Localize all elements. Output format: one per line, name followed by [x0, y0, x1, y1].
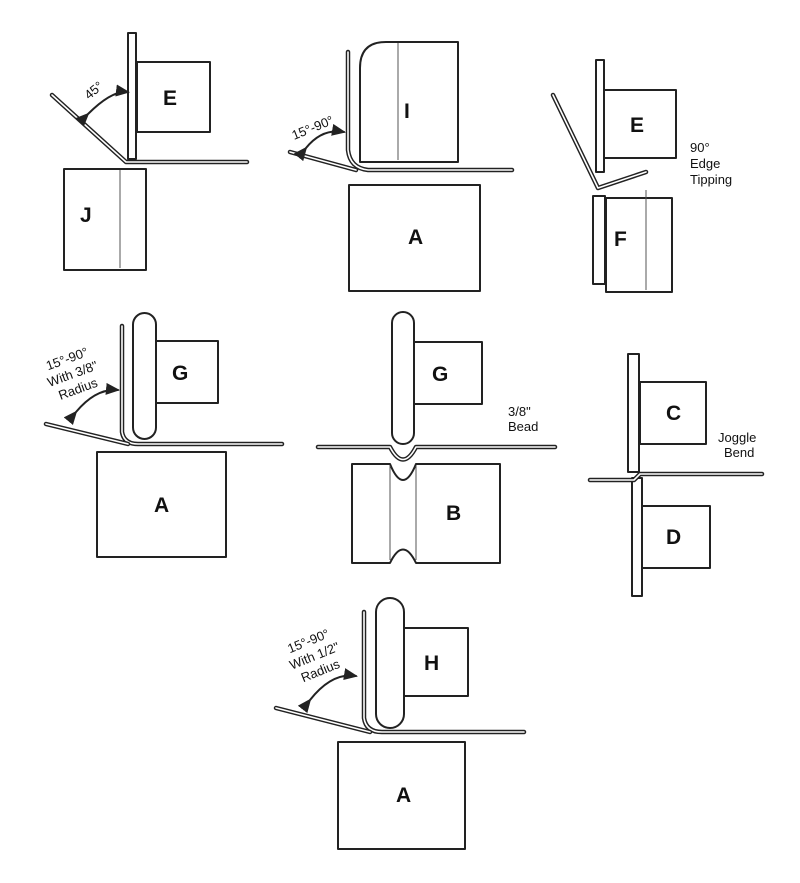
- angle-label-15-90: 15°-90°: [290, 113, 336, 143]
- die-f-plate: [592, 195, 606, 285]
- panel-bead: G B 3/8" Bead: [315, 311, 558, 564]
- die-label-i: I: [404, 100, 410, 123]
- die-g-round-punch-2: [391, 311, 415, 445]
- tipping-label: Tipping: [690, 172, 732, 187]
- edge-label: Edge: [690, 156, 720, 171]
- die-label-j: J: [80, 204, 92, 227]
- panel-3-8-radius-bend: G A 15°-90° With 3/8" Radius: [43, 312, 285, 558]
- die-b-block: [351, 463, 501, 564]
- die-e-plate: [127, 32, 137, 160]
- bend-label: Bend: [724, 445, 754, 460]
- joggle-label: Joggle: [718, 430, 756, 445]
- die-i-block: [359, 41, 459, 163]
- die-label-d: D: [666, 526, 681, 549]
- die-e-plate-2: [595, 59, 605, 173]
- panel-joggle-bend: C D Joggle Bend: [587, 353, 765, 597]
- panel-45-degree-bend: E J 45°: [49, 32, 250, 271]
- die-label-c: C: [666, 402, 681, 425]
- die-label-a: A: [408, 226, 423, 249]
- die-label-e: E: [163, 87, 177, 110]
- panel-edge-tipping: E F 90° Edge Tipping: [550, 59, 732, 293]
- die-label-a-2: A: [154, 494, 169, 517]
- die-j-block: [63, 168, 147, 271]
- die-label-a-3: A: [396, 784, 411, 807]
- die-label-g: G: [172, 362, 188, 385]
- die-a-block: [348, 184, 481, 292]
- die-d-plate: [631, 477, 643, 597]
- beaded-sheet: [315, 444, 558, 462]
- die-a-block-3: [337, 741, 466, 850]
- die-c-block: [639, 381, 707, 445]
- panel-15-90-bend: I A 15°-90°: [287, 41, 515, 292]
- die-label-b: B: [446, 502, 461, 525]
- die-label-g-2: G: [432, 363, 448, 386]
- bead-label: Bead: [508, 419, 538, 434]
- die-g-round-punch: [132, 312, 157, 440]
- die-g-block: [155, 340, 219, 404]
- die-c-plate: [627, 353, 640, 473]
- die-e-block-2: [603, 89, 677, 159]
- die-label-e-2: E: [630, 114, 644, 137]
- die-label-f: F: [614, 228, 627, 251]
- die-h-round-punch: [375, 597, 405, 729]
- die-d-block: [641, 505, 711, 569]
- die-h-block: [403, 627, 469, 697]
- die-a-block-2: [96, 451, 227, 558]
- panel-1-2-radius-bend: H A 15°-90° With 1/2" Radius: [273, 597, 527, 850]
- bead-size-label: 3/8": [508, 404, 531, 419]
- edge-angle-label: 90°: [690, 140, 710, 155]
- joggled-sheet: [587, 471, 765, 483]
- die-g-block-2: [413, 341, 483, 405]
- angle-label-45: 45°: [81, 78, 106, 102]
- die-label-h: H: [424, 652, 439, 675]
